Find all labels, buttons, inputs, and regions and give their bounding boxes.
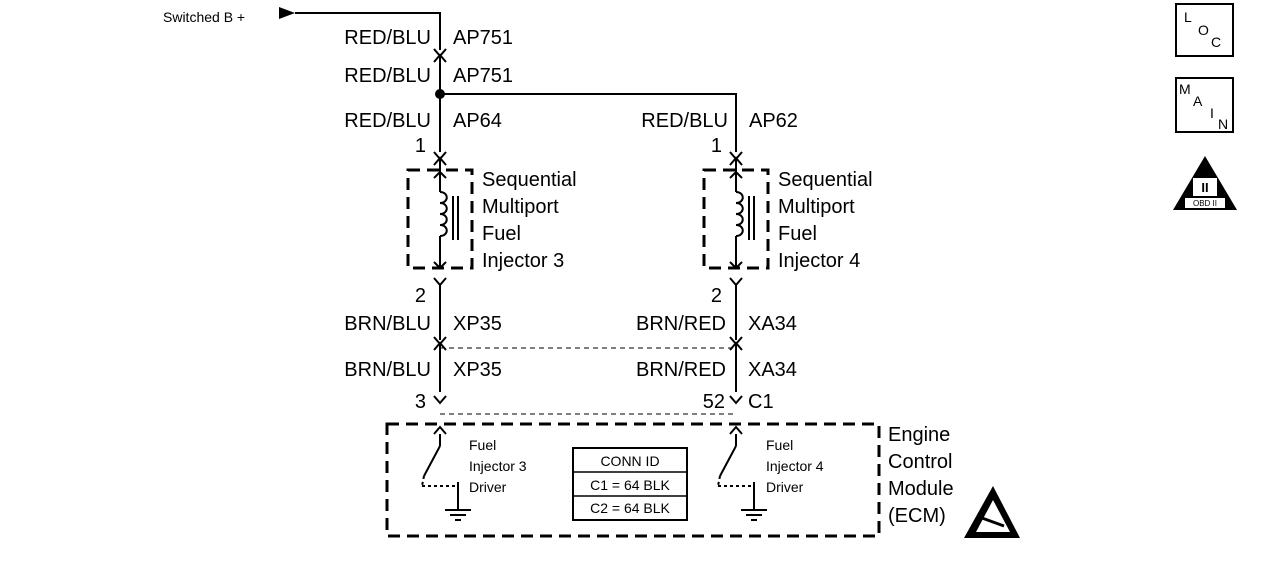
branch1-circuit-top: AP64 [453, 110, 502, 132]
branch2-pin-bottom: 2 [711, 285, 722, 307]
power-feed-wire [295, 12, 441, 50]
connector-chevron [433, 395, 447, 405]
main-letter-a: A [1193, 93, 1203, 109]
branch1-pin-bottom: 2 [415, 285, 426, 307]
obd-numeral: II [1201, 180, 1208, 195]
connector-chevron [729, 395, 743, 405]
loc-letter-c: C [1211, 34, 1221, 50]
main-letter-n: N [1218, 116, 1228, 132]
top-circuit-1: AP751 [453, 27, 513, 49]
connector-chevron [433, 277, 447, 287]
connector-chevron [729, 425, 743, 435]
branch1-circuit-bottom-1: XP35 [453, 313, 502, 335]
branch2-circuit-top: AP62 [749, 110, 798, 132]
connector-chevron [433, 156, 447, 166]
injector-3-driver-switch-icon [421, 434, 471, 521]
main-letter-m: M [1179, 81, 1191, 97]
ecm-label-line1: Engine [888, 424, 950, 446]
injector-4-label-line4: Injector 4 [778, 250, 860, 272]
injector-3-label-line4: Injector 3 [482, 250, 564, 272]
injector-4-label-line2: Multiport [778, 196, 855, 218]
ecm-label-line4: (ECM) [888, 505, 946, 527]
branch1-ecm-pin: 3 [415, 391, 426, 413]
connector-chevron [729, 277, 743, 287]
ecm-label-line2: Control [888, 451, 952, 473]
injector-4-label-line1: Sequential [778, 169, 873, 191]
connector-chevron [433, 53, 447, 63]
branch2-wire-bottom-2: BRN/RED [636, 359, 726, 381]
main-letter-i: I [1210, 105, 1214, 121]
conn-id-row-1: C1 = 64 BLK [590, 477, 670, 493]
driver-3-label-line2: Injector 3 [469, 458, 527, 474]
branch2-wire-top: RED/BLU [641, 110, 728, 132]
branch2-wire-bottom-1: BRN/RED [636, 313, 726, 335]
ecm-housing [385, 422, 881, 538]
injector-4-driver-switch-icon [717, 434, 767, 521]
driver-4-label-line3: Driver [766, 479, 804, 495]
switched-b-plus-label: Switched B + [163, 9, 245, 25]
ecm-label-line3: Module [888, 478, 954, 500]
branch2-ecm-pin: 52 [703, 391, 725, 413]
esd-warning-icon [964, 486, 1020, 538]
driver-3-label-line3: Driver [469, 479, 507, 495]
branch2-pin-top: 1 [711, 135, 722, 157]
obd-caption: OBD II [1193, 199, 1217, 208]
driver-4-label-line1: Fuel [766, 437, 793, 453]
injector-3-label-line2: Multiport [482, 196, 559, 218]
top-circuit-2: AP751 [453, 65, 513, 87]
conn-id-row-2: C2 = 64 BLK [590, 500, 670, 516]
driver-4-label-line2: Injector 4 [766, 458, 824, 474]
branch1-wire-top: RED/BLU [344, 110, 431, 132]
injector-3-label-line1: Sequential [482, 169, 577, 191]
branch1-wire-bottom-1: BRN/BLU [344, 313, 431, 335]
branch1-wire-bottom-2: BRN/BLU [344, 359, 431, 381]
loc-letter-l: L [1184, 9, 1192, 25]
branch2-circuit-bottom-1: XA34 [748, 313, 797, 335]
branch1-pin-top: 1 [415, 135, 426, 157]
top-wire-color-2: RED/BLU [344, 65, 431, 87]
branch1-circuit-bottom-2: XP35 [453, 359, 502, 381]
branch2-circuit-bottom-2: XA34 [748, 359, 797, 381]
injector-4-label-line3: Fuel [778, 223, 817, 245]
conn-id-table: CONN ID C1 = 64 BLK C2 = 64 BLK [572, 447, 688, 521]
power-arrow-icon [279, 7, 295, 19]
obd-ii-button[interactable]: II OBD II [1173, 156, 1237, 210]
splice-wire-right [440, 93, 737, 152]
connector-chevron [433, 425, 447, 435]
driver-3-label-line1: Fuel [469, 437, 496, 453]
conn-id-title: CONN ID [600, 453, 659, 469]
loc-button[interactable]: L O C [1175, 3, 1234, 57]
main-button[interactable]: M A I N [1175, 77, 1234, 133]
branch2-ecm-connector: C1 [748, 391, 774, 413]
injector-4-coil-icon [735, 191, 744, 237]
injector-3-label-line3: Fuel [482, 223, 521, 245]
loc-letter-o: O [1198, 22, 1209, 38]
connector-chevron [729, 156, 743, 166]
top-wire-color-1: RED/BLU [344, 27, 431, 49]
injector-3-coil-icon [439, 191, 448, 237]
